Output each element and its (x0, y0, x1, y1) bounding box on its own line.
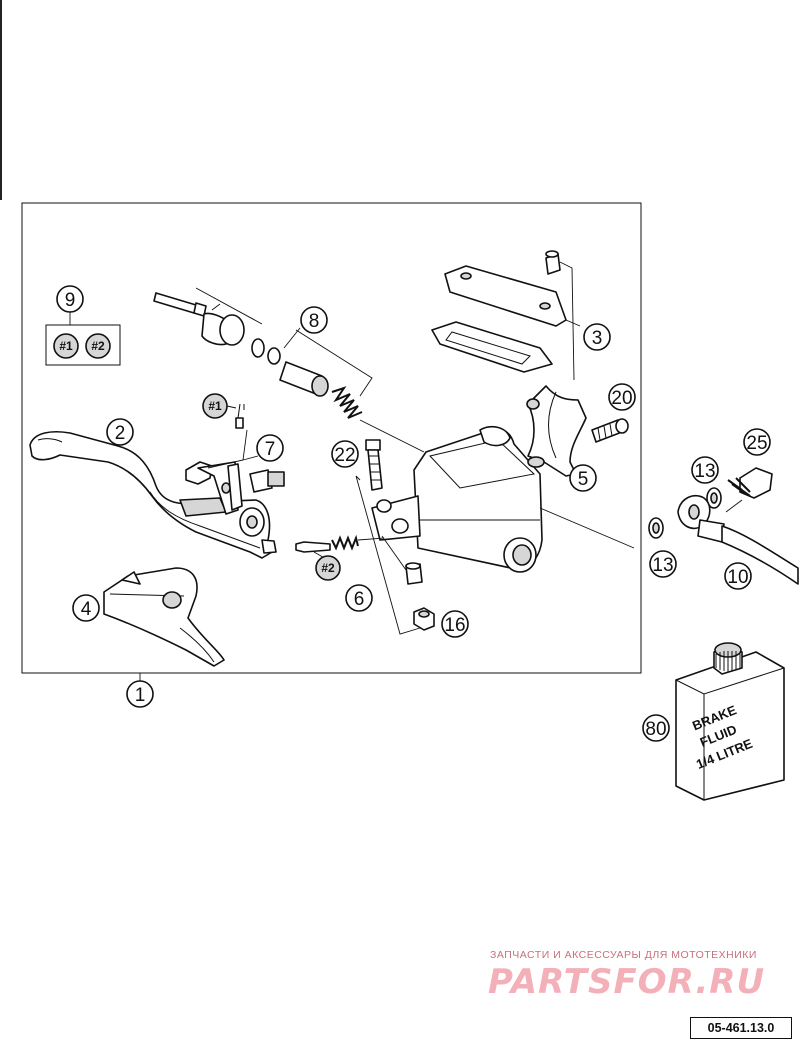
part-lever-guard[interactable] (103, 567, 225, 667)
page-left-rule (0, 0, 2, 200)
callout-7-label: 7 (265, 439, 276, 460)
part-brake-fluid-can[interactable]: BRAKE FLUID 1/4 LITRE (675, 642, 785, 801)
part-piston-kit[interactable] (153, 287, 373, 419)
callout-10[interactable]: 10 (724, 562, 752, 590)
watermark-caption: ЗАПЧАСТИ И АКСЕССУАРЫ ДЛЯ МОТОТЕХНИКИ (490, 949, 757, 961)
callout-5-label: 5 (578, 469, 589, 490)
callout-1-label: 1 (135, 685, 146, 706)
callout-25[interactable]: 25 (743, 428, 771, 456)
callout-9-label: 9 (65, 290, 76, 311)
callout-7[interactable]: 7 (256, 434, 284, 462)
part-nut[interactable] (413, 607, 435, 631)
part-adjuster-assembly[interactable] (185, 461, 285, 515)
callout-20-label: 20 (611, 388, 632, 409)
callout-13-bottom[interactable]: 13 (649, 550, 677, 578)
leader-body-axis (359, 419, 425, 453)
callout-22-label: 22 (334, 445, 355, 466)
callout-13-bottom-label: 13 (652, 555, 673, 576)
part-kit1-pin[interactable] (237, 403, 245, 419)
callout-20[interactable]: 20 (608, 383, 636, 411)
kit-badge-1[interactable]: #1 (53, 333, 79, 359)
callout-22[interactable]: 22 (331, 440, 359, 468)
part-banjo-bolt[interactable] (727, 467, 773, 499)
part-pivot-bushing[interactable] (381, 535, 423, 585)
part-handlebar-clamp[interactable] (526, 385, 587, 477)
part-reservoir-cover[interactable] (431, 250, 581, 381)
kit-badge-2-part6[interactable]: #2 (315, 555, 341, 581)
callout-16[interactable]: 16 (441, 610, 469, 638)
part-brake-lever[interactable] (29, 430, 277, 559)
kit-box (45, 324, 121, 366)
part-washer-13-inner-hole (652, 522, 660, 534)
callout-9[interactable]: 9 (56, 285, 84, 313)
part-kit2-pin-spring[interactable] (295, 534, 385, 561)
callout-4-label: 4 (81, 599, 92, 620)
kit-badge-2-label: #2 (91, 339, 105, 353)
callout-8[interactable]: 8 (300, 306, 328, 334)
leader-body-to-13 (539, 507, 635, 549)
callout-1[interactable]: 1 (126, 680, 154, 708)
callout-2[interactable]: 2 (106, 418, 134, 446)
callout-13-top-label: 13 (694, 461, 715, 482)
kit-badge-2-part6-label: #2 (321, 561, 335, 575)
leader-kit1-part7 (226, 405, 237, 409)
callout-13-top[interactable]: 13 (691, 456, 719, 484)
part-master-cylinder-body[interactable] (371, 425, 543, 573)
kit-badge-1-label: #1 (59, 339, 73, 353)
part-bleed-screw[interactable] (591, 418, 629, 443)
part-kit1-pin-body[interactable] (235, 417, 244, 429)
callout-6-label: 6 (354, 589, 365, 610)
callout-16-label: 16 (444, 615, 465, 636)
leader-7a (207, 429, 248, 469)
callout-10-label: 10 (727, 567, 748, 588)
part-screw-22[interactable] (355, 439, 421, 635)
callout-3-label: 3 (592, 328, 603, 349)
callout-5[interactable]: 5 (569, 464, 597, 492)
callout-3[interactable]: 3 (583, 323, 611, 351)
callout-6[interactable]: 6 (345, 584, 373, 612)
part-washer-13-outer-hole (710, 492, 718, 504)
diagram-code: 05-461.13.0 (690, 1017, 792, 1039)
assembly-frame (21, 202, 642, 674)
kit-badge-2[interactable]: #2 (85, 333, 111, 359)
kit-badge-1-part7-label: #1 (208, 399, 222, 413)
kit-badge-1-part7[interactable]: #1 (202, 393, 228, 419)
callout-4[interactable]: 4 (72, 594, 100, 622)
callout-2-label: 2 (115, 423, 126, 444)
callout-25-label: 25 (746, 433, 767, 454)
part-brake-line[interactable] (677, 494, 799, 585)
callout-80-label: 80 (645, 719, 666, 740)
leader-7b (242, 455, 259, 461)
watermark-logo: PARTSFOR.RU (488, 962, 766, 1002)
callout-80[interactable]: 80 (642, 714, 670, 742)
callout-8-label: 8 (309, 311, 320, 332)
